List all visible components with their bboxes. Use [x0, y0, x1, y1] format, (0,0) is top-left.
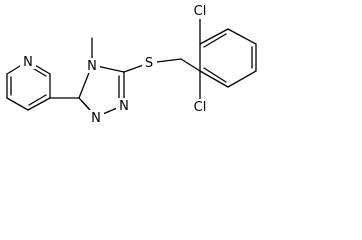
svg-text:N: N [87, 59, 97, 74]
atom-chlorine-top: Cl [187, 3, 213, 19]
svg-text:N: N [91, 111, 101, 126]
atom-chlorine-bottom: Cl [187, 99, 213, 115]
svg-text:Cl: Cl [194, 100, 207, 115]
atom-triazole-n2: N [116, 98, 132, 114]
bond-methylene-ring [180, 58, 201, 72]
molecule-structure: N N N N S Cl Cl [6, 3, 257, 126]
benzene-ring [199, 28, 257, 88]
svg-text:Cl: Cl [194, 4, 207, 19]
atom-sulfur: S [142, 55, 157, 71]
svg-text:N: N [119, 99, 129, 114]
svg-text:S: S [145, 56, 153, 71]
atom-triazole-n1: N [88, 110, 104, 126]
pyridine-ring [6, 60, 51, 111]
atom-pyridine-n: N [20, 53, 36, 70]
svg-text:N: N [23, 55, 33, 70]
atom-triazole-n4: N [84, 58, 100, 74]
